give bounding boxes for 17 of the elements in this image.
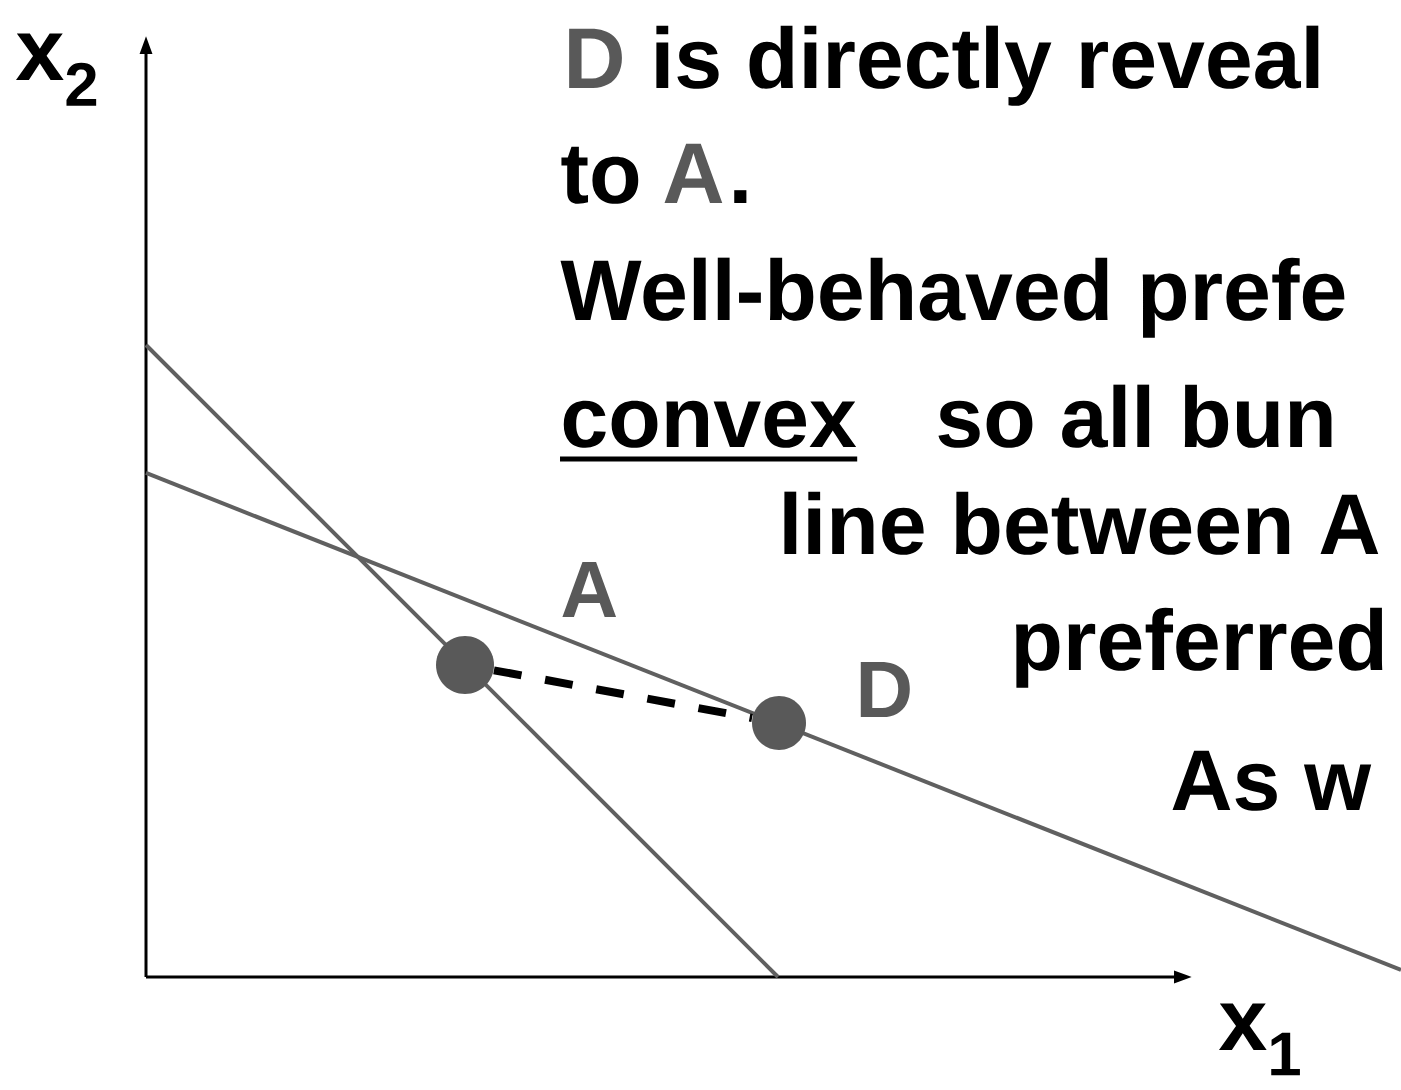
point-label: A [562,561,617,617]
bundle-dot [436,636,494,694]
explanation-text: line between A [784,491,1379,555]
bundle-dot [752,696,806,750]
explanation-text: . [734,190,747,203]
point-label: D [860,661,910,717]
underlined-word: convex [560,400,858,462]
explanation-text: so all bun [938,384,1332,448]
explanation-text: Well-behaved prefe [560,257,1345,338]
axis-label: x$_{2}$ [16,33,97,106]
highlighted-letter: D [569,28,622,88]
axis-label: x$_{1}$ [1219,1003,1300,1076]
explanation-text: to [561,146,639,204]
highlighted-letter: A [664,143,723,203]
explanation-text: preferred [1016,607,1383,688]
explanation-text: is directly reveal [656,25,1319,106]
explanation-text: As w [1172,750,1372,811]
